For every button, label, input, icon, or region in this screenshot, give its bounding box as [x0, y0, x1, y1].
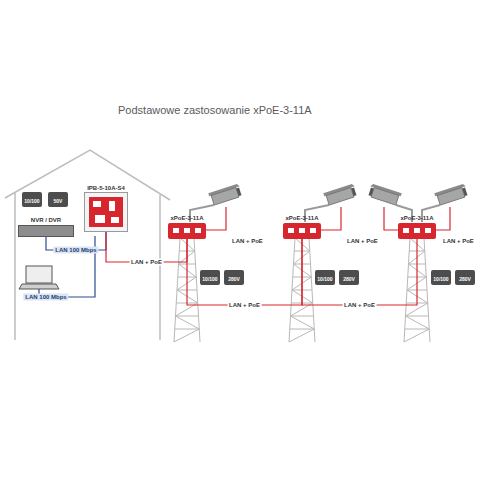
node-label: IPB-5-10A-S4: [84, 184, 128, 192]
node-label: 280V: [457, 276, 473, 282]
module-port: [288, 228, 294, 233]
spec-icon: 280V: [339, 270, 359, 285]
board-part: [95, 215, 105, 223]
tower-brace: [404, 329, 429, 342]
house-wall: [159, 195, 161, 340]
camera-arms: [190, 205, 440, 222]
module-port: [425, 228, 431, 233]
camera-body: [437, 188, 465, 206]
node-label: xPoE-3-11A: [168, 214, 206, 222]
module-port: [299, 228, 305, 233]
camera-symbol: [434, 183, 468, 205]
tower-rung: [405, 329, 430, 330]
module-port: [195, 228, 201, 233]
tower-rung: [291, 316, 314, 317]
tower-rung: [406, 316, 429, 317]
board-part: [109, 201, 115, 211]
cable-label: LAN 100 Mbps: [53, 247, 98, 254]
poe-module-box: xPoE-3-11A: [168, 214, 206, 239]
cable-label: LAN + PoE: [230, 238, 265, 245]
module-board: [398, 223, 436, 239]
board-part: [93, 201, 101, 207]
node-label: 10/100: [202, 276, 218, 282]
house-wall: [14, 193, 16, 340]
psu-board: [89, 197, 123, 227]
module-board: [168, 223, 206, 239]
laptop-symbol: [19, 266, 59, 289]
camera-wire: [321, 207, 341, 230]
camera-symbol: [208, 183, 242, 205]
lattice-towers: [174, 238, 430, 342]
camera-wire: [384, 207, 398, 230]
power-supply-box: IPB-5-10A-S4: [84, 184, 128, 232]
tower-brace: [291, 316, 315, 329]
camera-body: [371, 188, 399, 206]
camera-lens: [351, 188, 356, 197]
poe-module-box: xPoE-3-11A: [398, 214, 436, 239]
camera-symbol: [323, 183, 357, 205]
spec-icon: 280V: [455, 270, 475, 285]
cable-label: LAN + PoE: [342, 302, 377, 309]
tower-brace: [406, 316, 430, 329]
recorder-box: NVR / DVR: [18, 216, 74, 237]
module-port: [173, 228, 179, 233]
tower-brace: [289, 329, 314, 342]
tower-brace: [174, 329, 199, 342]
camera-lens: [236, 188, 241, 197]
camera-body: [211, 188, 239, 206]
node-label: xPoE-3-11A: [283, 214, 321, 222]
node-label: xPoE-3-11A: [398, 214, 436, 222]
node-label: 10/100: [317, 276, 333, 282]
camera-wire: [206, 207, 226, 230]
spec-icon: 10/100: [22, 192, 42, 207]
module-board: [283, 223, 321, 239]
diagram-title: Podstawowe zastosowanie xPoE-3-11A: [118, 104, 312, 116]
module-port: [310, 228, 316, 233]
cable-label: LAN + PoE: [129, 259, 164, 266]
module-port: [403, 228, 409, 233]
spec-icon: 50V: [48, 192, 68, 207]
lan-wire: [39, 236, 95, 297]
node-label: 10/100: [24, 198, 40, 204]
camera-lens: [462, 188, 467, 197]
cable-label: LAN + PoE: [345, 238, 380, 245]
cable-label: LAN + PoE: [441, 238, 476, 245]
spec-icon: 10/100: [200, 270, 220, 285]
tower-rung: [175, 329, 200, 330]
house-outline: [5, 150, 170, 340]
spec-icon: 10/100: [315, 270, 335, 285]
camera-wire: [436, 207, 450, 230]
poe-cable: [187, 239, 302, 305]
tower-rung: [290, 329, 315, 330]
board-part: [111, 217, 119, 223]
tower-rung: [176, 316, 199, 317]
psu-enclosure: [84, 192, 128, 232]
node-label: 50V: [50, 198, 66, 204]
cable-label: LAN + PoE: [227, 302, 262, 309]
node-label: 280V: [341, 276, 357, 282]
spec-icon: 10/100: [431, 270, 451, 285]
poe-module-box: xPoE-3-11A: [283, 214, 321, 239]
camera-symbol: [367, 183, 401, 205]
poe-cable: [302, 239, 417, 305]
module-port: [184, 228, 190, 233]
recorder-device: [18, 225, 74, 237]
camera-body: [326, 188, 354, 206]
camera-lens: [368, 188, 373, 197]
node-label: 280V: [226, 276, 242, 282]
laptop-base: [19, 284, 59, 289]
node-label: 10/100: [433, 276, 449, 282]
tower-brace: [176, 316, 200, 329]
spec-icon: 280V: [224, 270, 244, 285]
node-label: NVR / DVR: [18, 216, 74, 224]
laptop-screen: [26, 266, 52, 283]
module-port: [414, 228, 420, 233]
cable-label: LAN 100 Mbps: [23, 294, 68, 301]
